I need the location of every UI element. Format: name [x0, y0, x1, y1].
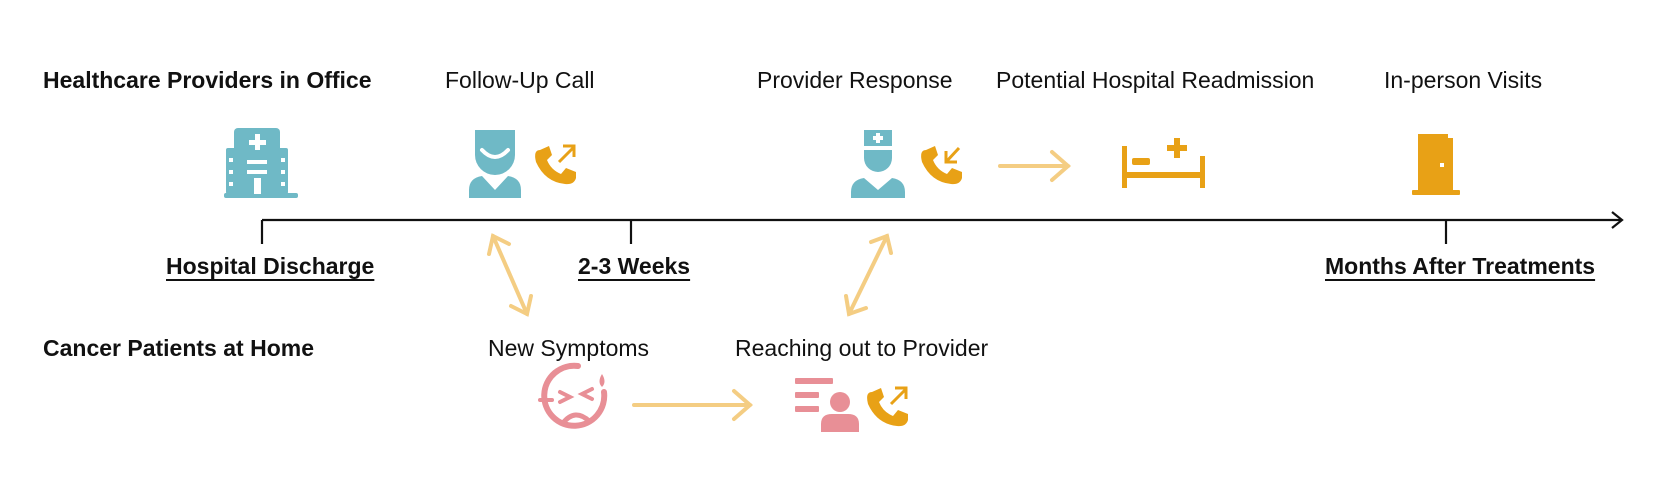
hospital-building-icon — [224, 128, 298, 198]
timeline-label-weeks: 2-3 Weeks — [578, 253, 691, 279]
bidirectional-arrow-follow-up — [487, 233, 533, 317]
row-label-patients: Cancer Patients at Home — [43, 335, 314, 361]
arrow-to-reaching-out — [632, 389, 754, 421]
door-exit-icon — [1412, 134, 1460, 195]
phone-outgoing-icon-patient — [867, 386, 908, 427]
medical-staff-icon — [851, 130, 905, 198]
hospital-bed-icon — [1122, 138, 1205, 188]
patient-contact-icon — [795, 378, 859, 432]
event-label-in-person-visits: In-person Visits — [1384, 67, 1543, 93]
timeline-label-hospital-discharge: Hospital Discharge — [166, 253, 375, 279]
event-label-provider-response: Provider Response — [757, 67, 953, 93]
doctor-icon — [469, 130, 521, 198]
arrow-to-readmission — [998, 150, 1072, 182]
phone-incoming-icon — [921, 146, 962, 185]
event-label-follow-up-call: Follow-Up Call — [445, 67, 595, 93]
timeline-axis — [260, 211, 1624, 244]
phone-outgoing-icon — [535, 144, 576, 185]
sick-face-icon — [538, 362, 608, 429]
event-label-potential-readmission: Potential Hospital Readmission — [996, 67, 1315, 93]
row-label-providers: Healthcare Providers in Office — [43, 67, 372, 93]
timeline-label-months-after: Months After Treatments — [1325, 253, 1596, 279]
event-label-new-symptoms: New Symptoms — [488, 335, 650, 361]
bidirectional-arrow-provider-response — [844, 233, 893, 317]
event-label-reaching-out: Reaching out to Provider — [735, 335, 989, 361]
